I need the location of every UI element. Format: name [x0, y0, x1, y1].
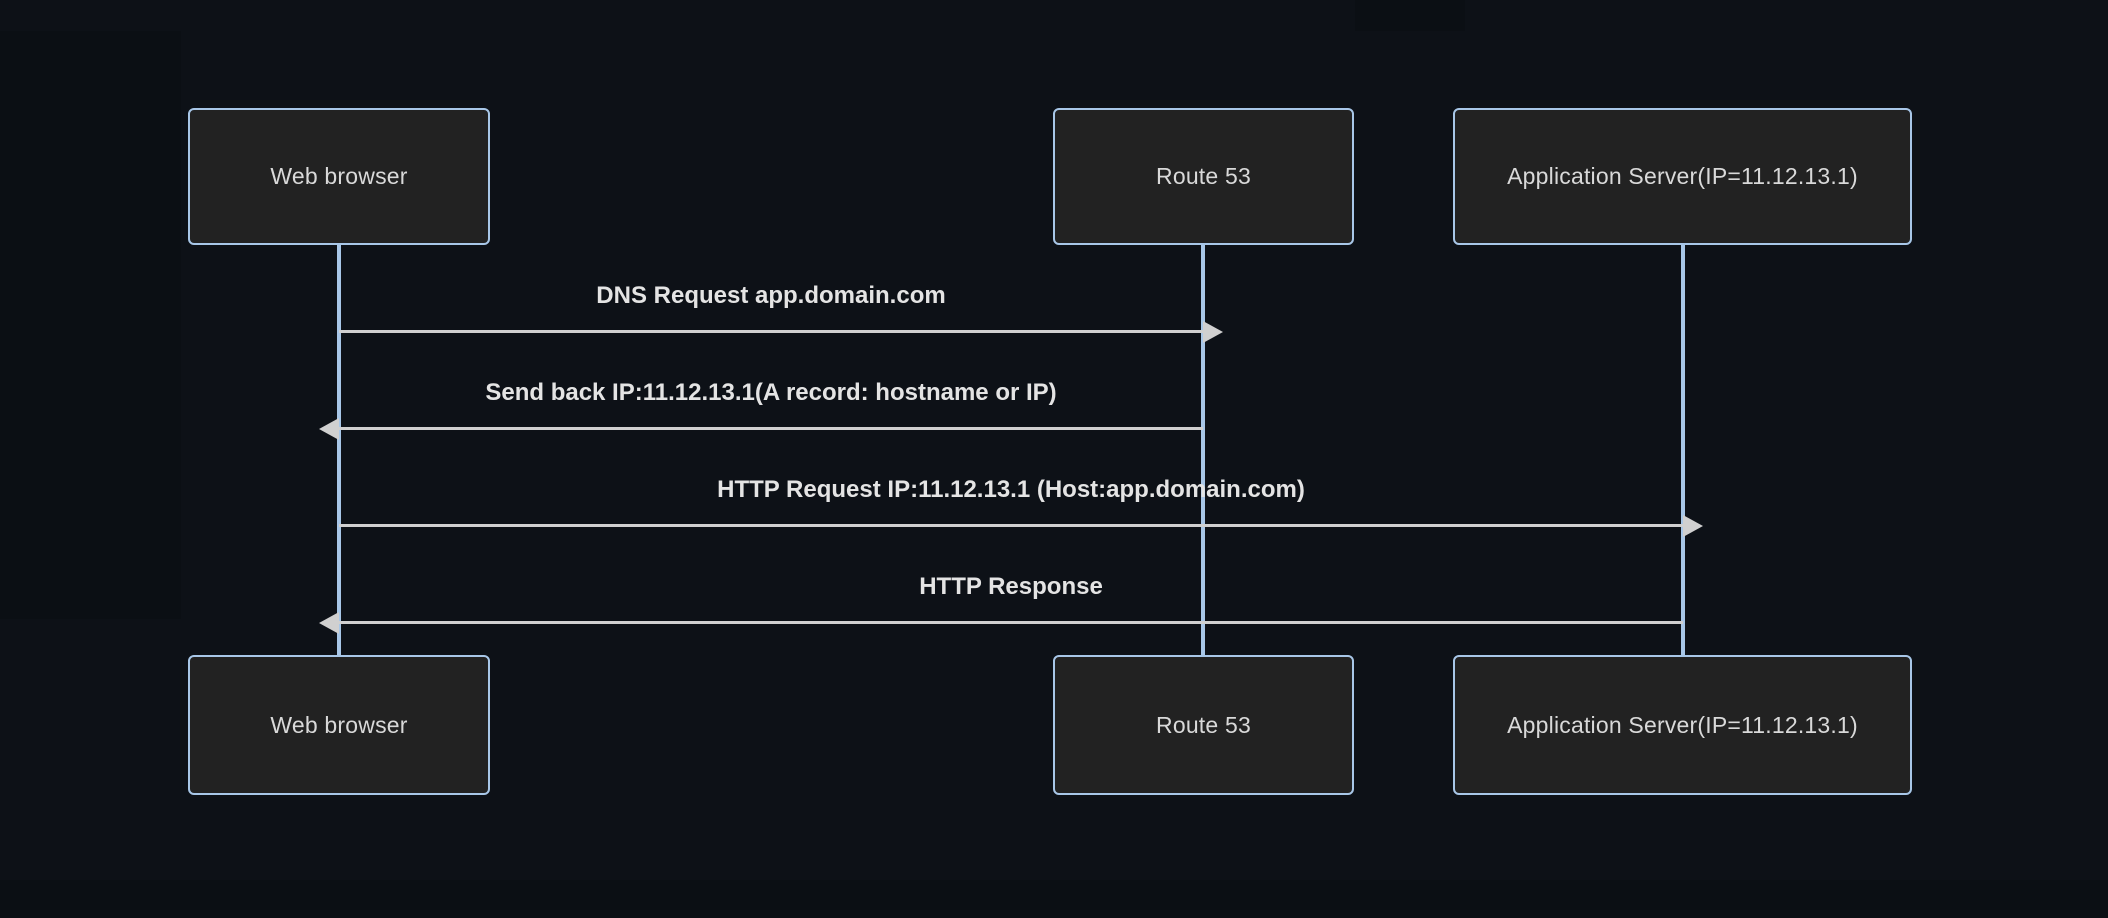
- arrowhead-right-icon: [1683, 515, 1703, 537]
- message-dns-request[interactable]: DNS Request app.domain.com: [339, 284, 1223, 343]
- lifeline-appserver: [1681, 239, 1685, 663]
- participant-label-route53-bottom: Route 53: [1156, 711, 1251, 738]
- message-send-back-ip[interactable]: Send back IP:11.12.13.1(A record: hostna…: [319, 381, 1203, 440]
- message-line-http-response: [339, 621, 1683, 624]
- background-panel-left: [0, 31, 181, 619]
- participant-label-browser-top: Web browser: [270, 163, 408, 189]
- participant-box-appserver-top[interactable]: Application Server(IP=11.12.13.1): [1453, 108, 1912, 245]
- arrowhead-left-icon: [319, 612, 339, 634]
- background-panel-top-right: [1355, 0, 1465, 31]
- participant-box-route53-top[interactable]: Route 53: [1053, 108, 1354, 245]
- participant-label-browser-bottom: Web browser: [270, 711, 408, 738]
- background-panel-bottom: [0, 880, 2108, 918]
- message-label-http-response: HTTP Response: [919, 573, 1103, 600]
- message-http-response[interactable]: HTTP Response: [319, 575, 1683, 634]
- message-line-send-back-ip: [339, 427, 1203, 430]
- participant-box-browser-bottom[interactable]: Web browser: [188, 655, 490, 795]
- lifeline-route53: [1201, 239, 1205, 663]
- message-line-dns-request: [339, 330, 1203, 333]
- message-line-http-request: [339, 524, 1683, 527]
- participant-label-appserver-top: Application Server(IP=11.12.13.1): [1507, 163, 1858, 189]
- arrowhead-left-icon: [319, 418, 339, 440]
- participant-label-appserver-bottom: Application Server(IP=11.12.13.1): [1507, 711, 1858, 738]
- arrowhead-right-icon: [1203, 321, 1223, 343]
- message-label-send-back-ip: Send back IP:11.12.13.1(A record: hostna…: [485, 379, 1057, 406]
- message-http-request[interactable]: HTTP Request IP:11.12.13.1 (Host:app.dom…: [339, 478, 1703, 537]
- participant-box-browser-top[interactable]: Web browser: [188, 108, 490, 245]
- message-label-http-request: HTTP Request IP:11.12.13.1 (Host:app.dom…: [717, 476, 1305, 503]
- participant-box-route53-bottom[interactable]: Route 53: [1053, 655, 1354, 795]
- participant-box-appserver-bottom[interactable]: Application Server(IP=11.12.13.1): [1453, 655, 1912, 795]
- lifeline-browser: [337, 239, 341, 663]
- message-label-dns-request: DNS Request app.domain.com: [596, 282, 946, 309]
- participant-label-route53-top: Route 53: [1156, 163, 1251, 189]
